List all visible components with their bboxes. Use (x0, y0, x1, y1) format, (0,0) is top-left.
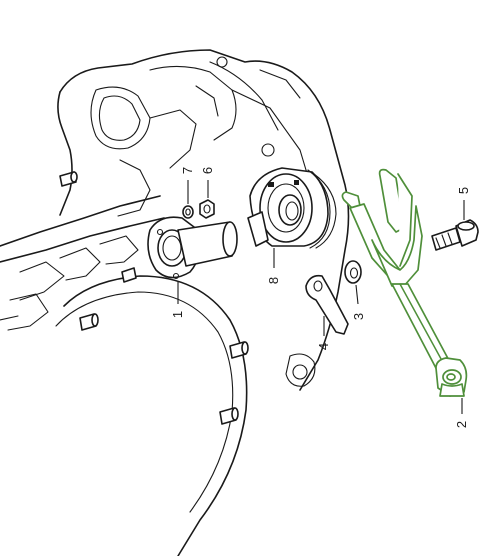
callout-part-3: 3 (351, 312, 367, 321)
spring-plate-part-4 (305, 274, 349, 335)
bolt-part-5 (431, 219, 479, 251)
release-bearing-part-8 (247, 167, 337, 249)
callout-leaders (177, 180, 465, 414)
guide-sleeve-part-1 (147, 216, 238, 280)
stud-bolts (59, 171, 249, 425)
washer-part-3 (344, 260, 362, 284)
callout-part-4: 4 (316, 342, 332, 351)
callout-part-5: 5 (456, 186, 472, 195)
release-fork-part-2 (341, 168, 468, 397)
callout-part-8: 8 (266, 276, 282, 285)
nut-part-6 (199, 199, 215, 219)
callout-part-1: 1 (170, 310, 186, 319)
callout-part-6: 6 (200, 166, 216, 175)
lock-washer-part-7 (182, 205, 194, 219)
callout-part-2: 2 (454, 420, 470, 429)
callout-part-7: 7 (180, 166, 196, 175)
bell-housing (0, 49, 350, 556)
